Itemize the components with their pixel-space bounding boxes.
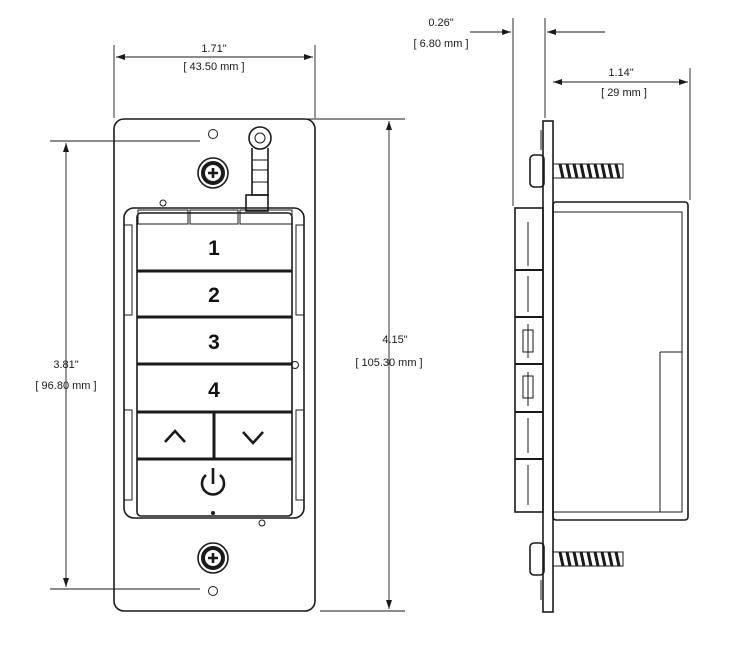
antenna bbox=[245, 126, 272, 212]
dimension-width: 1.71" [ 43.50 mm ] bbox=[113, 43, 316, 118]
front-view: 1 2 3 4 bbox=[113, 118, 316, 612]
wall-plate bbox=[113, 118, 316, 612]
side-clip bbox=[295, 409, 304, 501]
back-box bbox=[552, 201, 689, 521]
power-button[interactable] bbox=[200, 468, 226, 496]
keypad-profile bbox=[514, 207, 544, 513]
width-inches: 1.71" bbox=[201, 43, 226, 55]
chevron-down-icon bbox=[242, 431, 264, 445]
screw-side-bottom bbox=[529, 542, 624, 576]
button-label: 1 bbox=[208, 237, 220, 260]
width-mm: [ 43.50 mm ] bbox=[183, 61, 244, 73]
scene-button-1[interactable]: 1 bbox=[137, 237, 292, 273]
led-dot bbox=[211, 511, 215, 515]
screw-icon bbox=[197, 157, 229, 189]
indicator-dot bbox=[159, 199, 167, 207]
box-depth-inches: 1.14" bbox=[608, 67, 633, 79]
lower-button[interactable] bbox=[242, 431, 264, 445]
plate-height-inches: 4.15" bbox=[382, 334, 407, 346]
scene-button-3[interactable]: 3 bbox=[137, 331, 292, 366]
dimension-plate-depth: 0.26" [ 6.80 mm ] bbox=[413, 17, 605, 206]
side-clip bbox=[124, 409, 133, 501]
plate-edge bbox=[542, 120, 554, 613]
top-slot-left bbox=[137, 209, 189, 225]
scene-button-2[interactable]: 2 bbox=[137, 284, 292, 319]
plate-height-mm: [ 105.30 mm ] bbox=[355, 357, 422, 369]
keypad-height-inches: 3.81" bbox=[53, 359, 78, 371]
dimension-keypad-height: 3.81" [ 96.80 mm ] bbox=[35, 140, 200, 590]
raise-button[interactable] bbox=[164, 429, 186, 443]
top-slot-right bbox=[239, 209, 293, 225]
keypad-height-mm: [ 96.80 mm ] bbox=[35, 380, 96, 392]
plate-depth-mm: [ 6.80 mm ] bbox=[413, 38, 468, 50]
keypad-housing bbox=[123, 207, 305, 519]
button-label: 2 bbox=[208, 284, 220, 307]
side-view bbox=[514, 120, 689, 613]
button-label: 3 bbox=[208, 331, 220, 354]
power-icon bbox=[200, 468, 226, 496]
dimension-box-depth: 1.14" [ 29 mm ] bbox=[553, 67, 691, 200]
screw-icon bbox=[197, 542, 229, 574]
mount-hole-top bbox=[208, 129, 218, 139]
mount-hole-bottom bbox=[208, 586, 218, 596]
indicator-dot bbox=[258, 519, 266, 527]
side-clip bbox=[295, 224, 304, 316]
chevron-up-icon bbox=[164, 429, 186, 443]
screw-side-top bbox=[529, 154, 624, 188]
side-clip bbox=[124, 224, 133, 316]
button-label: 4 bbox=[208, 379, 220, 402]
box-depth-mm: [ 29 mm ] bbox=[601, 87, 647, 99]
top-slot-center bbox=[189, 209, 239, 225]
plate-depth-inches: 0.26" bbox=[428, 17, 453, 29]
scene-button-4[interactable]: 4 bbox=[137, 379, 292, 414]
dimension-plate-height: 4.15" [ 105.30 mm ] bbox=[300, 118, 423, 612]
